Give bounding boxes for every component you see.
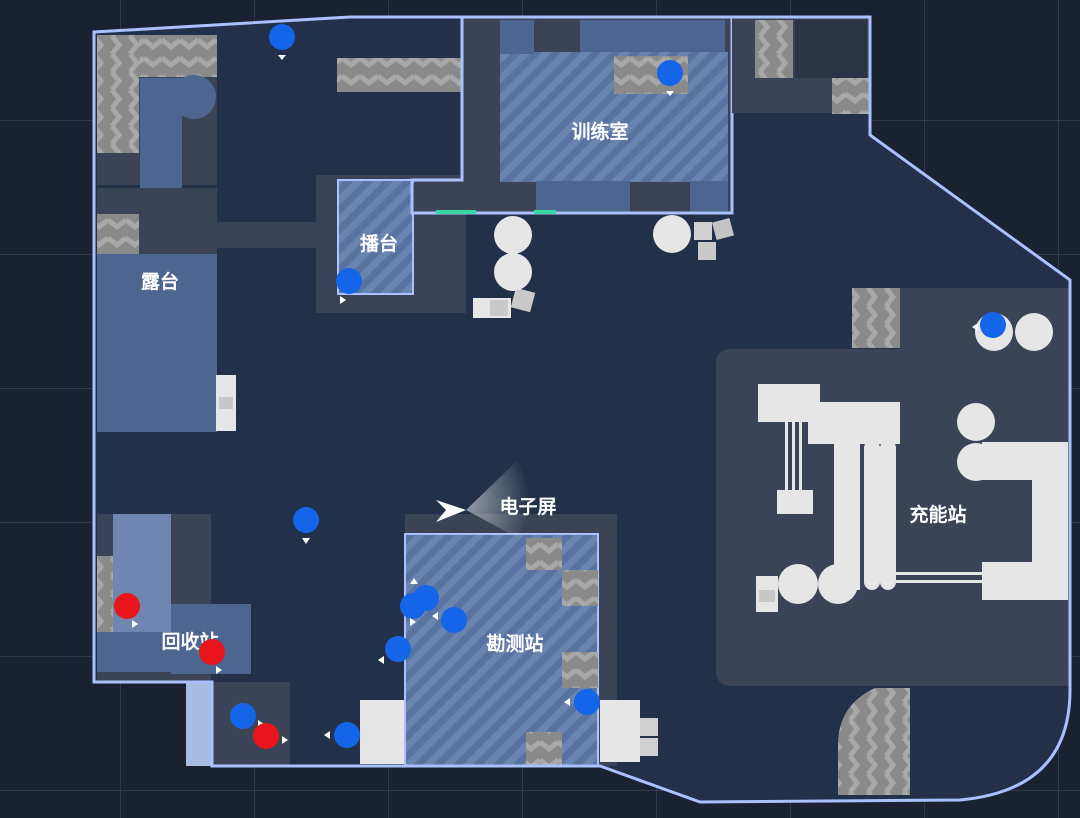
room-label-stage: 播台 <box>360 232 398 255</box>
player-marker-blue[interactable] <box>400 593 426 626</box>
player-marker-red[interactable] <box>199 639 225 674</box>
marker-direction-icon <box>410 578 418 584</box>
stage-area <box>316 175 536 318</box>
player-marker-blue[interactable] <box>336 268 362 304</box>
player-marker-blue[interactable] <box>657 60 683 96</box>
room-label-screen: 电子屏 <box>499 495 556 518</box>
player-arrow-icon <box>436 500 466 522</box>
player-marker-blue[interactable] <box>564 689 600 715</box>
player-marker-blue[interactable] <box>269 24 295 60</box>
marker-direction-icon <box>216 666 222 674</box>
room-label-charging: 充能站 <box>909 503 966 526</box>
top-right-block <box>732 17 870 114</box>
survey-station <box>360 514 658 767</box>
room-label-terrace: 露台 <box>141 270 179 293</box>
room-label-survey: 勘测站 <box>486 632 543 655</box>
marker-direction-icon <box>564 698 570 706</box>
marker-direction-icon <box>410 618 416 626</box>
player-marker-blue[interactable] <box>378 636 411 664</box>
marker-direction-icon <box>278 55 286 60</box>
recycle-station <box>94 514 290 766</box>
marker-direction-icon <box>302 538 310 544</box>
marker-direction-icon <box>340 296 346 304</box>
markers-layer <box>114 24 1006 749</box>
player-marker-blue[interactable] <box>432 607 467 633</box>
marker-direction-icon <box>432 612 438 620</box>
marker-direction-icon <box>378 656 384 664</box>
room-label-training: 训练室 <box>571 120 628 143</box>
exit-chevron-tile <box>838 688 910 795</box>
view-cone <box>466 460 529 538</box>
marker-direction-icon <box>972 323 978 331</box>
player-marker-blue[interactable] <box>293 507 319 544</box>
outer-wall <box>92 15 1072 804</box>
charging-station <box>716 288 1070 686</box>
top-corridor-chevron <box>337 58 462 92</box>
player-marker-blue[interactable] <box>972 312 1006 338</box>
marker-direction-icon <box>666 91 674 96</box>
player-marker-red[interactable] <box>114 593 140 628</box>
left-wing <box>97 35 317 432</box>
marker-direction-icon <box>282 736 288 744</box>
marker-direction-icon <box>132 620 138 628</box>
player-marker-blue[interactable] <box>324 722 360 748</box>
training-room <box>410 17 735 260</box>
player-marker-red[interactable] <box>253 723 288 749</box>
marker-direction-icon <box>324 731 330 739</box>
